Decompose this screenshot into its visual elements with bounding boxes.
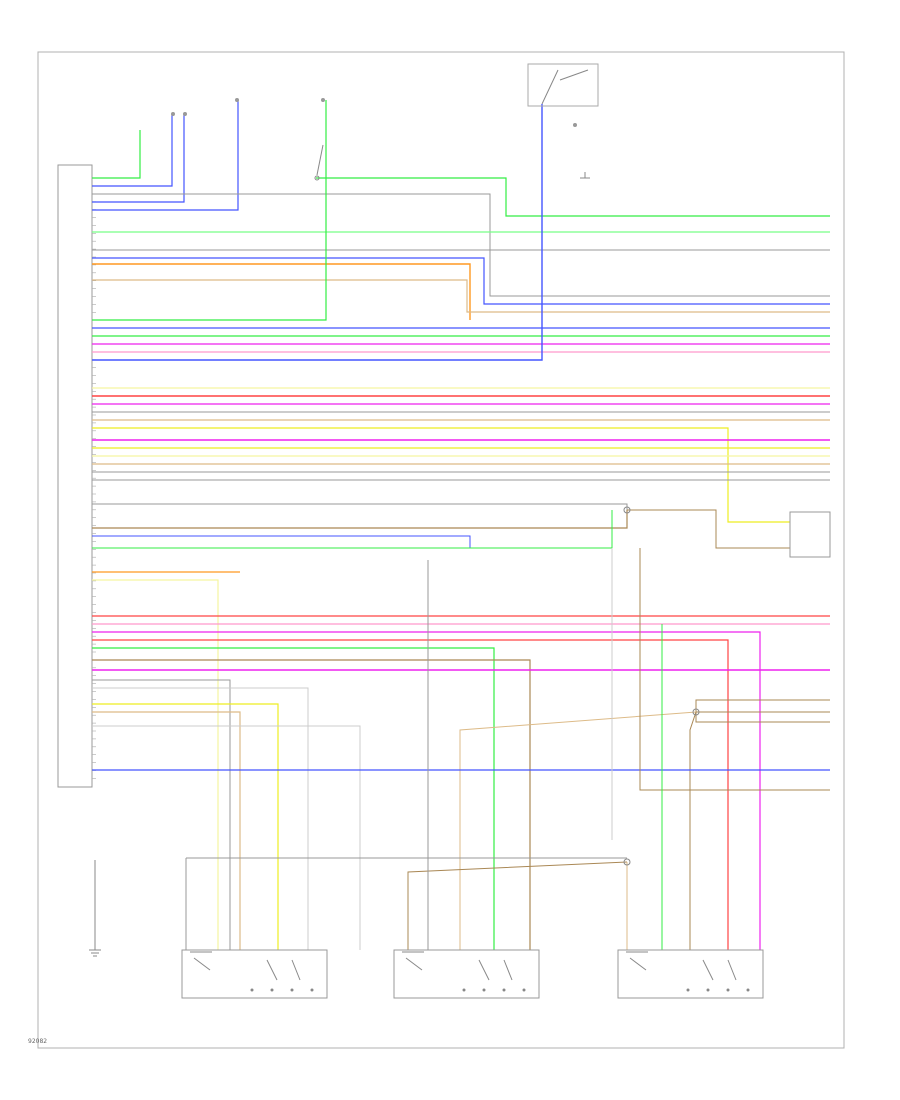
wire [92,639,729,950]
wire-harness [92,100,830,950]
wire [92,257,830,305]
wire [695,699,830,712]
top-connector-1 [171,112,187,116]
switch-symbol-a [314,144,324,181]
wire [92,114,173,187]
relay-box [789,511,831,558]
wire [92,130,141,179]
diagram-border [37,51,845,1049]
wire [92,703,279,950]
bottom-switch-row [181,949,764,999]
wire [92,263,471,320]
wire [92,503,628,510]
wire [627,509,790,549]
control-module-box [57,164,93,788]
ground-symbol-bottom [89,860,101,957]
wire [92,279,830,313]
wire [689,711,697,950]
wire [92,579,219,950]
top-switch-2 [235,98,239,102]
wire [639,548,830,791]
window-switch-assembly [393,949,540,999]
wire [459,711,697,950]
wire [92,104,543,361]
figure-id: 92082 [28,1038,48,1045]
top-switch-3 [321,98,325,102]
wire [92,193,830,297]
wire [92,114,185,203]
wire [92,725,361,950]
splice-point-1 [623,506,631,514]
splice-point-2 [692,708,700,716]
wire [92,711,241,950]
wire [92,535,471,548]
wire [92,659,531,950]
wire [316,177,830,217]
wire [92,687,309,950]
window-switch-assembly [617,949,764,999]
ground-symbol-top [580,172,590,179]
window-switch-top-right [527,63,599,127]
window-switch-assembly [181,949,328,999]
wire [92,427,790,523]
wire [92,510,628,529]
splice-point-3 [623,858,631,866]
wire [407,861,628,950]
wire [92,647,495,950]
wire [92,679,231,950]
wire [92,631,761,950]
wire [92,510,613,549]
wire [92,100,327,321]
wire [92,100,239,211]
wire [695,712,830,723]
